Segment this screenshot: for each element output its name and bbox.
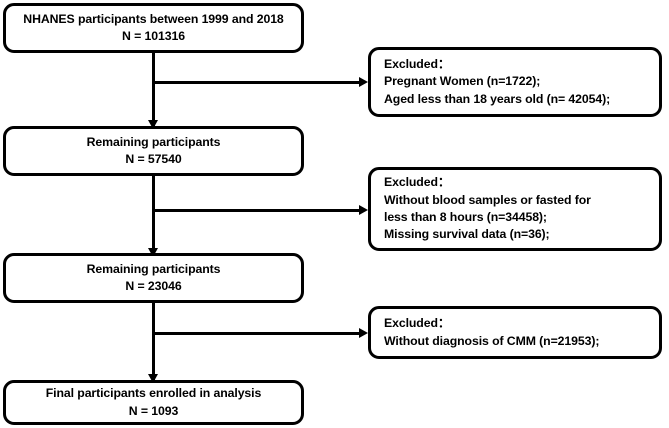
connector-line-to-exclusion-1 (153, 81, 360, 84)
arrowhead-to-remaining-2 (148, 248, 158, 257)
node-exclusion-2: Excluded： Without blood samples or faste… (368, 167, 662, 251)
node-exclusion-3: Excluded： Without diagnosis of CMM (n=21… (368, 306, 662, 359)
node-final-cohort-line2: N = 1093 (128, 403, 179, 418)
node-exclusion-3-heading: Excluded： (384, 316, 451, 331)
node-exclusion-2-line2: less than 8 hours (n=34458); (384, 210, 547, 224)
connector-line-to-exclusion-2 (153, 209, 360, 212)
node-exclusion-1-line1: Pregnant Women (n=1722); (384, 74, 541, 89)
node-remaining-1: Remaining participants N = 57540 (3, 126, 304, 176)
node-final-cohort-line1: Final participants enrolled in analysis (45, 386, 262, 401)
node-remaining-2-line2: N = 23046 (125, 279, 182, 293)
connector-line-remaining-1-to-remaining-2 (152, 176, 155, 256)
connector-line-source-to-remaining-1 (152, 53, 155, 129)
node-remaining-1-line1: Remaining participants (86, 134, 221, 149)
node-exclusion-1-line2: Aged less than 18 years old (n= 42054); (384, 91, 611, 106)
node-exclusion-3-line1: Without diagnosis of CMM (n=21953); (384, 333, 600, 348)
node-remaining-2-line1: Remaining participants (86, 261, 221, 276)
node-source-population: NHANES participants between 1999 and 201… (3, 3, 304, 53)
connector-line-remaining-2-to-final (152, 303, 155, 383)
arrowhead-to-exclusion-3 (359, 328, 368, 338)
node-source-population-line1: NHANES participants between 1999 and 201… (23, 11, 284, 26)
arrowhead-to-remaining-1 (148, 120, 158, 129)
node-final-cohort: Final participants enrolled in analysis … (3, 380, 304, 425)
node-remaining-1-line2: N = 57540 (125, 152, 182, 166)
node-source-population-line2: N = 101316 (122, 29, 185, 43)
node-exclusion-2-line3: Missing survival data (n=36); (384, 227, 550, 242)
connector-line-to-exclusion-3 (153, 332, 360, 335)
arrowhead-to-exclusion-2 (359, 205, 368, 215)
node-exclusion-2-line1: Without blood samples or fasted for (384, 192, 591, 207)
node-exclusion-1: Excluded： Pregnant Women (n=1722); Aged … (368, 47, 662, 117)
node-remaining-2: Remaining participants N = 23046 (3, 253, 304, 303)
node-exclusion-1-heading: Excluded： (384, 56, 451, 71)
arrowhead-to-exclusion-1 (359, 77, 368, 87)
arrowhead-to-final (148, 374, 158, 383)
node-exclusion-2-heading: Excluded： (384, 175, 451, 190)
